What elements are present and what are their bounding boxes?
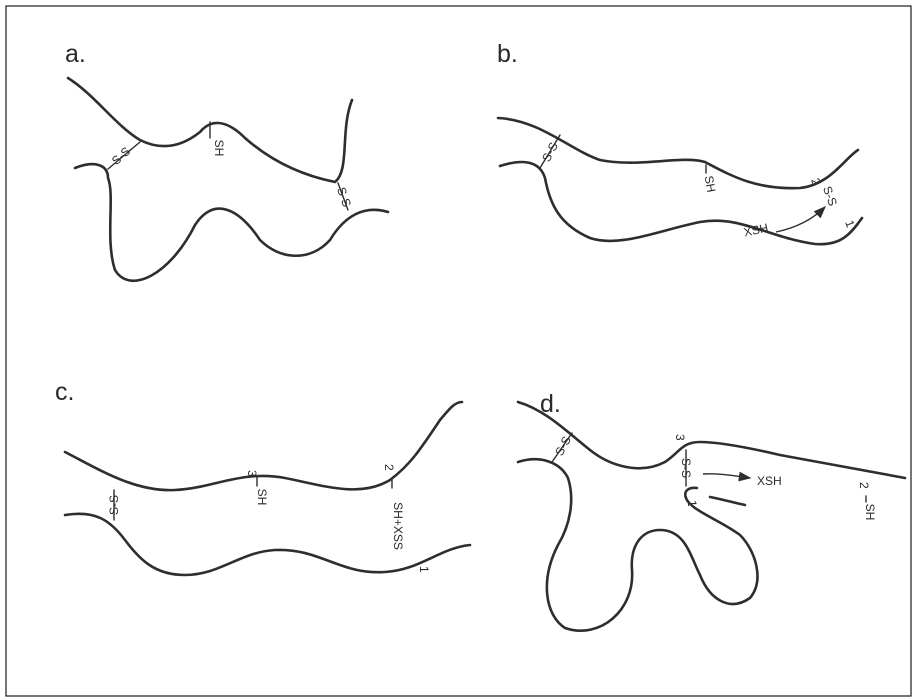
panel-c-ss-label: S-S [107,495,121,515]
panel-d-arrow [703,474,750,478]
panel-d-ss-label-1: S-S [552,434,574,458]
panel-a-letter: a. [65,40,86,68]
panel-d-sh-label: SH [863,504,877,521]
panel-c-strand-bottom [65,514,470,575]
panel-c-sh-xss-label: SH+XSS [391,502,405,550]
panel-b-letter: b. [497,40,518,68]
panel-b-sh-label: SH [702,175,719,194]
panel-a: a. S-S SH S-S [65,40,388,281]
panel-c-number-2: 2 [382,464,396,471]
panel-b-ss-label-2: S-S [820,184,840,208]
panel-c-strand-top [65,402,462,490]
panel-b-arrow [776,207,825,232]
panel-a-ss-label-2: S-S [334,185,354,209]
panel-d-number-1: 1 [685,500,699,507]
panel-d-strand-top [518,402,905,478]
figure-frame [6,6,911,696]
panel-b: b. S-S SH 2 S-S 1 XSH [497,40,862,244]
panel-d: d. S-S 3 S-S 1 XSH 2 SH [518,390,905,631]
panel-d-strand-loop [518,459,757,630]
panel-b-strand-bottom [500,162,862,244]
panel-c-sh-label: SH [255,489,269,506]
panel-c: c. S-S 3 SH 2 SH+XSS 1 [55,378,470,575]
panel-b-number-2: 2 [808,176,824,187]
panel-a-strand-bottom [75,164,388,281]
panel-d-number-2: 2 [857,482,871,489]
panel-b-xsh-label: XSH [742,221,769,240]
panel-d-xsh-label: XSH [757,474,782,488]
panel-a-sh-label: SH [212,140,226,157]
panel-b-ss-label: S-S [539,140,561,164]
panel-c-number-1: 1 [417,566,431,573]
panel-d-number-3: 3 [673,434,687,441]
panel-d-strand-tail [710,497,745,505]
panel-c-letter: c. [55,378,74,406]
panel-d-ss-label-2: S-S [679,458,693,478]
